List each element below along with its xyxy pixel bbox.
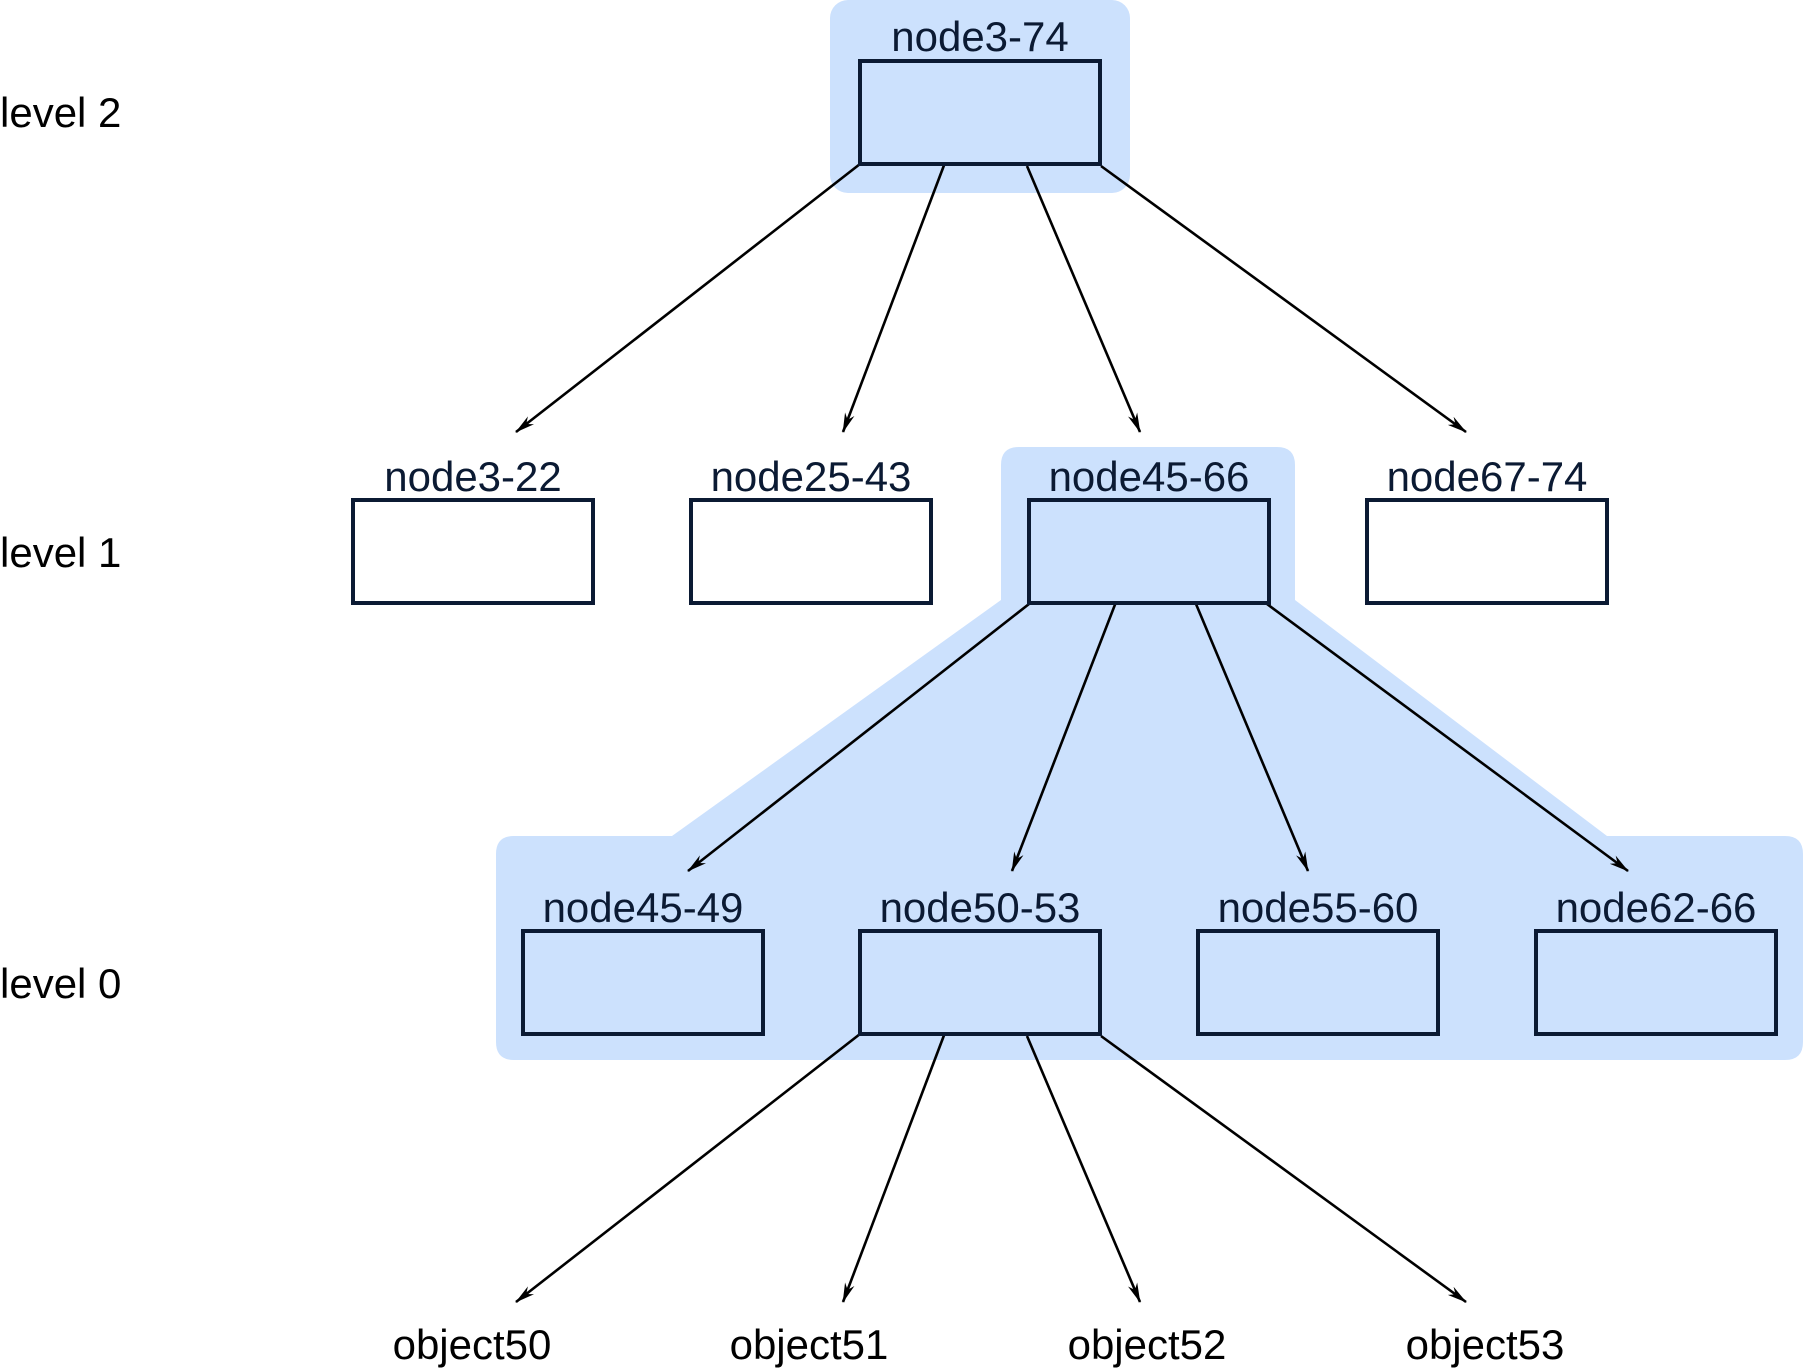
level-label: level 2 — [0, 89, 121, 136]
edges — [515, 159, 1629, 1304]
node-label: node62-66 — [1556, 884, 1757, 931]
object-label: object50 — [393, 1321, 552, 1368]
edge-node45-66-to-node45-49 — [687, 602, 1030, 873]
edge-node45-66-to-node50-53 — [1010, 601, 1118, 872]
edge-node50-53-to-object51 — [841, 1029, 948, 1303]
node-box-level1-3 — [1365, 498, 1609, 605]
node-box-level0-2 — [1196, 929, 1440, 1036]
level-label: level 1 — [0, 529, 121, 576]
node-labels: node3-74 node3-22 node25-43 node45-66 no… — [384, 13, 1756, 931]
node-box-level0-0 — [521, 929, 765, 1036]
level-label: level 0 — [0, 960, 121, 1007]
edge-root-to-node67-74 — [1100, 164, 1467, 434]
level-labels: level 2 level 1 level 0 — [0, 89, 121, 1007]
edge-root-to-node25-43 — [841, 159, 948, 433]
edge-node50-53-to-object50 — [515, 1032, 861, 1304]
node-label: node25-43 — [711, 453, 912, 500]
node-label-root: node3-74 — [891, 13, 1069, 60]
node-label: node55-60 — [1218, 884, 1419, 931]
node-boxes — [351, 59, 1778, 1036]
object-labels: object50 object51 object52 object53 — [393, 1321, 1565, 1368]
node-label: node45-49 — [543, 884, 744, 931]
object-label: object53 — [1406, 1321, 1565, 1368]
node-box-level1-1 — [689, 498, 933, 605]
node-box-level0-3 — [1534, 929, 1778, 1036]
node-box-level1-0 — [351, 498, 595, 605]
node-label: node45-66 — [1049, 453, 1250, 500]
node-box-level0-1 — [858, 929, 1102, 1036]
object-label: object51 — [730, 1321, 889, 1368]
edge-root-to-node3-22 — [515, 162, 861, 434]
node-label: node3-22 — [384, 453, 562, 500]
edge-root-to-node45-66 — [1025, 165, 1142, 433]
edge-node50-53-to-object53 — [1100, 1034, 1467, 1304]
edge-node45-66-to-node55-60 — [1194, 603, 1310, 872]
edge-node50-53-to-object52 — [1025, 1035, 1142, 1303]
edge-node45-66-to-node62-66 — [1266, 602, 1629, 873]
node-box-level1-2 — [1027, 498, 1271, 605]
subtree-highlight — [496, 447, 1803, 1060]
node-label: node50-53 — [880, 884, 1081, 931]
node-box-root — [858, 59, 1102, 166]
object-label: object52 — [1068, 1321, 1227, 1368]
node-label: node67-74 — [1387, 453, 1588, 500]
